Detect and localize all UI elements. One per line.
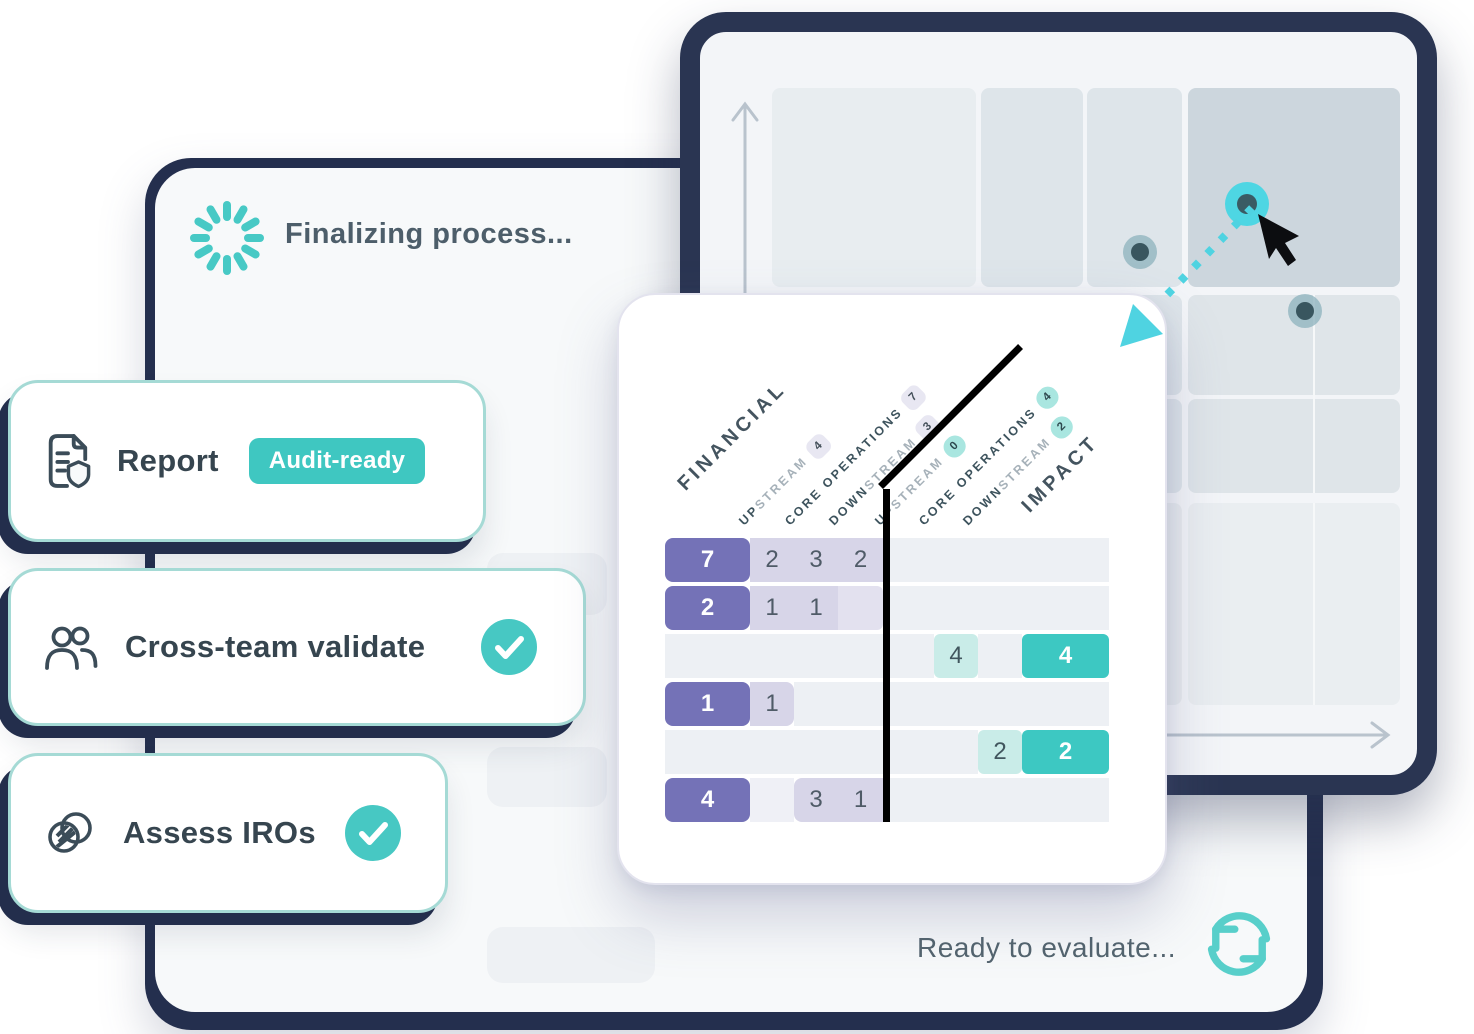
skeleton-bar [487,747,607,807]
audit-ready-badge: Audit-ready [248,438,426,484]
matrix-cell [890,586,934,630]
refresh-icon[interactable] [1201,906,1277,982]
matrix-cell: 3 [794,778,838,822]
matrix-cell: 2 [1022,730,1109,774]
overlapping-circles-icon [48,812,92,853]
cell-divider [1313,295,1315,493]
finalizing-status-text: Finalizing process... [285,218,573,250]
matrix-cell: 4 [1022,634,1109,678]
step-label: Report [117,443,219,478]
matrix-cell: 2 [750,538,794,582]
data-point-selected[interactable] [1225,182,1269,226]
matrix-cell: 4 [934,634,978,678]
matrix-quadrant-cell [981,88,1083,287]
matrix-cell [838,730,883,774]
table-divider-vertical [883,489,890,822]
matrix-cell [1022,538,1109,582]
matrix-cell [665,730,750,774]
matrix-cell [978,682,1022,726]
column-total-badge: 2 [1046,411,1077,442]
matrix-cell [665,634,750,678]
matrix-cell: 2 [978,730,1022,774]
matrix-cell [794,634,838,678]
matrix-cell [934,730,978,774]
matrix-cell [890,730,934,774]
matrix-cell: 1 [794,586,838,630]
matrix-cell: 1 [665,682,750,726]
cell-divider [1313,503,1315,705]
matrix-cell [978,538,1022,582]
matrix-cell [1022,682,1109,726]
column-total-badge: 4 [803,430,834,462]
matrix-cell [794,682,838,726]
matrix-cell [890,634,934,678]
matrix-cell [750,730,794,774]
loading-spinner-icon [190,201,264,275]
column-total-badge: 4 [1032,381,1063,413]
matrix-quadrant-cell [1188,399,1400,493]
matrix-cell: 1 [750,682,794,726]
matrix-cell [934,778,978,822]
matrix-quadrant-cell [772,88,976,287]
matrix-cell [934,538,978,582]
matrix-cell [838,634,883,678]
step-label: Cross-team validate [125,629,426,664]
matrix-cell: 7 [665,538,750,582]
ready-status-text: Ready to evaluate... [917,932,1177,963]
column-total-badge: 7 [898,381,929,413]
materiality-table-popup: FINANCIAL UPSTREAM 4 CORE OPERATIONS 7 D… [617,293,1167,885]
data-point[interactable] [1123,235,1157,269]
document-shield-icon [48,434,91,489]
matrix-cell [890,778,934,822]
matrix-cell: 1 [838,778,883,822]
matrix-cell: 3 [794,538,838,582]
step-done-check-icon [345,805,401,861]
matrix-quadrant-cell [1188,503,1400,705]
step-card-assess-iros[interactable]: Assess IROs [8,753,448,913]
matrix-cell [890,538,934,582]
matrix-cell [1022,778,1109,822]
matrix-cell [794,730,838,774]
matrix-cell [750,634,794,678]
matrix-cell [934,586,978,630]
matrix-cell: 2 [665,586,750,630]
column-total-badge: 0 [939,430,970,462]
data-point[interactable] [1288,294,1322,328]
matrix-cell [978,586,1022,630]
step-done-check-icon [481,619,537,675]
matrix-cell [838,682,883,726]
people-icon [45,626,98,670]
matrix-cell [750,778,794,822]
matrix-cell [934,682,978,726]
matrix-cell: 1 [750,586,794,630]
matrix-cell: 2 [838,538,883,582]
skeleton-bar [487,927,655,983]
matrix-cell: 4 [665,778,750,822]
matrix-cell [1022,586,1109,630]
matrix-cell [978,778,1022,822]
matrix-cell [838,586,883,630]
matrix-cell [978,634,1022,678]
step-card-cross-team-validate[interactable]: Cross-team validate [8,568,586,726]
step-card-report[interactable]: Report Audit-ready [8,380,486,542]
step-label: Assess IROs [123,815,316,850]
matrix-cell [890,682,934,726]
